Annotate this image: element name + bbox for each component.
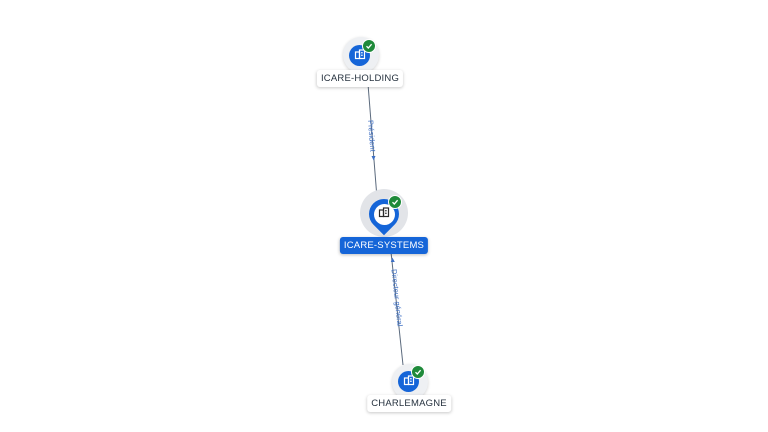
edge-directeur-label: Directeur général [390,269,405,327]
verified-check-icon [388,195,402,209]
building-icon [354,47,366,65]
edge-directeur-line [390,251,404,366]
edge-president-line [367,83,378,199]
node-label[interactable]: CHARLEMAGNE [367,395,451,412]
verified-check-icon [362,39,376,53]
edge-president-arrow-icon [371,156,376,161]
edge-directeur-arrow-icon [390,257,395,262]
node-label-selected[interactable]: ICARE-SYSTEMS [339,237,429,254]
node-label[interactable]: ICARE-HOLDING [316,70,404,87]
verified-check-icon [411,365,425,379]
building-icon [403,373,415,391]
building-icon [378,205,390,223]
edge-president-label: Président [366,120,378,153]
node-disc[interactable] [373,203,395,225]
